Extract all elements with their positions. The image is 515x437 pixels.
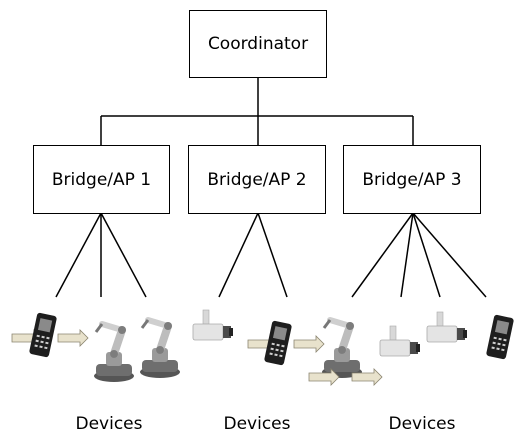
data-arrow-icon — [293, 335, 325, 353]
robot-arm-icon — [140, 320, 180, 378]
devices-label-2: Devices — [223, 414, 291, 434]
bridge-ap-2-box: Bridge/AP 2 — [188, 145, 326, 214]
handheld-scanner-icon — [485, 314, 515, 360]
bridge-ap-3-box: Bridge/AP 3 — [343, 145, 481, 214]
handheld-scanner-icon — [28, 312, 58, 358]
data-arrow-icon — [57, 329, 89, 347]
device-group-2 — [192, 309, 325, 366]
camera-icon — [426, 311, 468, 343]
bridge-ap-2-label: Bridge/AP 2 — [207, 169, 307, 190]
coordinator-label: Coordinator — [207, 34, 309, 54]
robot-arm-icon — [94, 324, 134, 382]
camera-icon — [192, 309, 234, 341]
handheld-scanner-icon — [263, 320, 293, 366]
device-group-1 — [11, 312, 180, 382]
bridge-ap-3-label: Bridge/AP 3 — [362, 169, 462, 190]
bridge-ap-1-label: Bridge/AP 1 — [51, 169, 152, 190]
devices-label-1: Devices — [75, 414, 143, 434]
robot-arm-icon — [322, 320, 362, 378]
device-group-3 — [308, 311, 515, 386]
camera-icon — [379, 325, 421, 357]
devices-label-3: Devices — [388, 414, 456, 434]
bridge-ap-1-box: Bridge/AP 1 — [33, 145, 170, 214]
coordinator-box: Coordinator — [189, 10, 327, 78]
